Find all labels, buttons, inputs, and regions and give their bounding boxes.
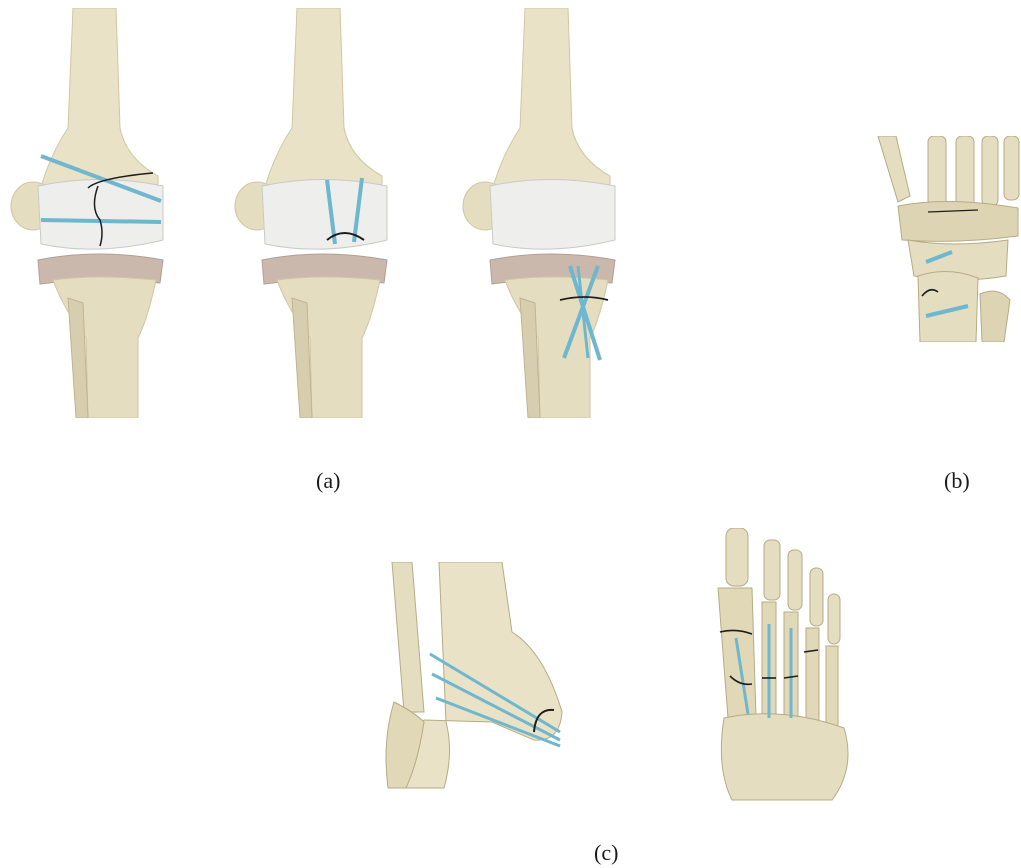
knee-view-2	[232, 8, 392, 418]
knee-view-1	[8, 8, 168, 418]
caption-a: (a)	[316, 468, 340, 494]
foot-view	[712, 528, 860, 804]
knee-view-3	[460, 8, 632, 418]
caption-b: (b)	[944, 468, 970, 494]
caption-c: (c)	[594, 840, 618, 866]
wrist-view	[868, 136, 1021, 342]
ankle-view	[384, 562, 570, 792]
